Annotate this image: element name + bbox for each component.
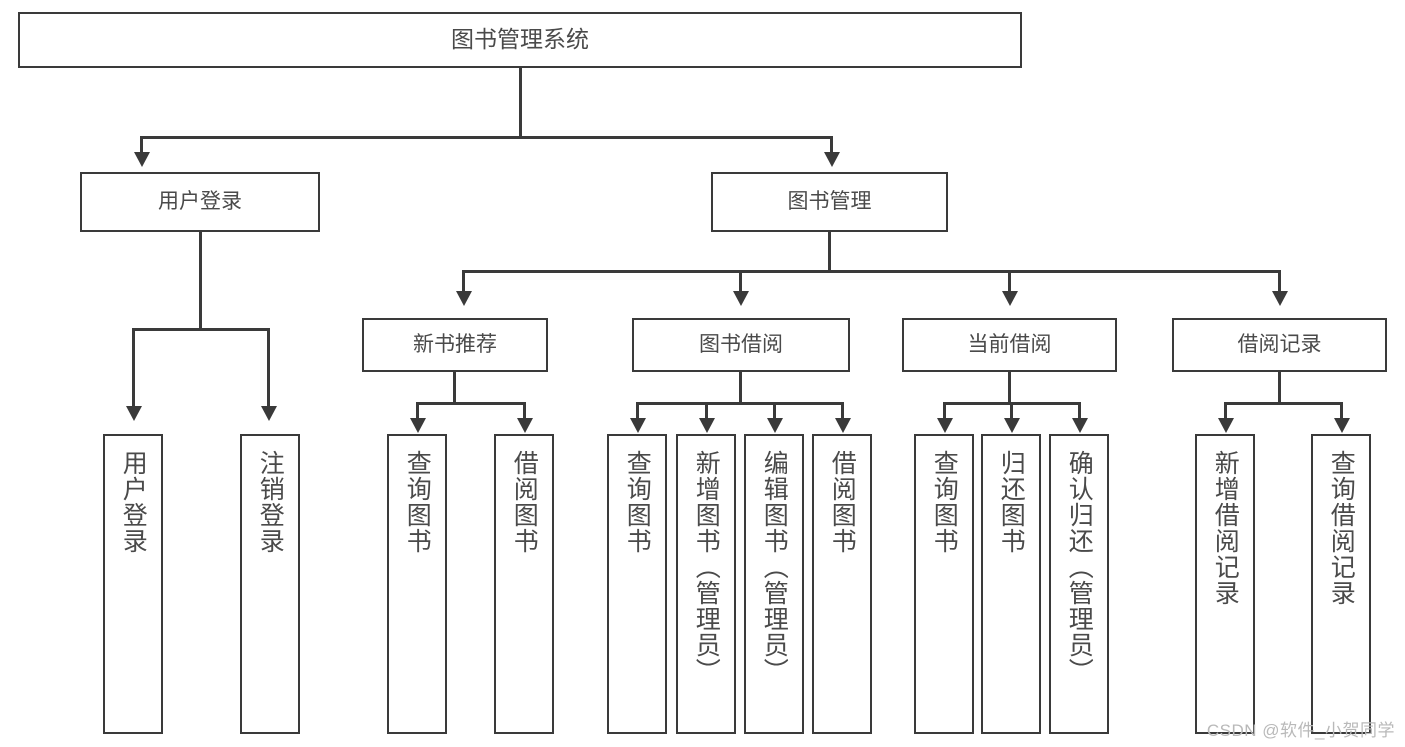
connector-to-current-borrow — [1008, 270, 1011, 294]
arrowhead-borrow-record — [1272, 291, 1288, 306]
node-borrow-record-label: 借阅记录 — [1237, 332, 1322, 356]
connector-new-book-bus — [416, 402, 526, 405]
connector-book-borrow-leaf2 — [705, 402, 708, 422]
connector-new-book-leaf1 — [416, 402, 419, 422]
leaf-bookborrow-add-book[interactable]: 新增图书（管理员） — [676, 434, 736, 734]
arrowhead-book-borrow — [733, 291, 749, 306]
leaf-bookborrow-query-book-label: 查询图书 — [623, 450, 652, 554]
node-root[interactable]: 图书管理系统 — [18, 12, 1022, 68]
leaf-logout[interactable]: 注销登录 — [240, 434, 300, 734]
connector-root-bus — [140, 136, 833, 139]
leaf-borrowrecord-query-record-label: 查询借阅记录 — [1327, 450, 1356, 606]
connector-current-borrow-trunk — [1008, 372, 1011, 404]
leaf-currentborrow-confirm-return-label: 确认归还（管理员） — [1065, 450, 1094, 684]
arrowhead-bookborrow-leaf2 — [699, 418, 715, 433]
arrowhead-newbook-leaf2 — [517, 418, 533, 433]
watermark-text: CSDN @软件_小贺同学 — [1206, 721, 1395, 740]
node-borrow-record[interactable]: 借阅记录 — [1172, 318, 1387, 372]
arrowhead-currentborrow-leaf1 — [937, 418, 953, 433]
leaf-bookborrow-borrow-book[interactable]: 借阅图书 — [812, 434, 872, 734]
leaf-newbook-query-book[interactable]: 查询图书 — [387, 434, 447, 734]
connector-user-login-trunk — [199, 232, 202, 330]
connector-current-borrow-leaf1 — [943, 402, 946, 422]
connector-borrow-record-leaf2 — [1340, 402, 1343, 422]
node-book-manage-label: 图书管理 — [787, 189, 872, 213]
leaf-newbook-query-book-label: 查询图书 — [403, 450, 432, 554]
connector-current-borrow-leaf3 — [1078, 402, 1081, 422]
leaf-user-login[interactable]: 用户登录 — [103, 434, 163, 734]
node-current-borrow-label: 当前借阅 — [967, 332, 1052, 356]
arrowhead-bookborrow-leaf3 — [767, 418, 783, 433]
connector-user-login-leaf1 — [132, 328, 135, 410]
connector-book-borrow-trunk — [739, 372, 742, 404]
leaf-borrowrecord-add-record[interactable]: 新增借阅记录 — [1195, 434, 1255, 734]
node-user-login-label: 用户登录 — [158, 189, 242, 213]
connector-borrow-record-leaf1 — [1224, 402, 1227, 422]
arrowhead-currentborrow-leaf3 — [1072, 418, 1088, 433]
node-current-borrow[interactable]: 当前借阅 — [902, 318, 1117, 372]
leaf-bookborrow-borrow-book-label: 借阅图书 — [828, 450, 857, 554]
node-book-borrow[interactable]: 图书借阅 — [632, 318, 850, 372]
connector-borrow-record-bus — [1224, 402, 1342, 405]
connector-user-login-leaf2 — [267, 328, 270, 410]
arrowhead-bookborrow-leaf4 — [835, 418, 851, 433]
connector-book-borrow-leaf4 — [841, 402, 844, 422]
arrowhead-user-login — [134, 152, 150, 167]
connector-to-borrow-record — [1278, 270, 1281, 294]
connector-root-to-user-login — [140, 136, 143, 156]
arrowhead-leaf-logout — [261, 406, 277, 421]
connector-new-book-trunk — [453, 372, 456, 404]
arrowhead-leaf-user-login — [126, 406, 142, 421]
leaf-bookborrow-edit-book[interactable]: 编辑图书（管理员） — [744, 434, 804, 734]
arrowhead-borrowrecord-leaf1 — [1218, 418, 1234, 433]
arrowhead-borrowrecord-leaf2 — [1334, 418, 1350, 433]
connector-to-new-book — [462, 270, 465, 294]
connector-book-manage-bus — [462, 270, 1280, 273]
connector-book-borrow-leaf1 — [636, 402, 639, 422]
leaf-user-login-label: 用户登录 — [119, 450, 148, 554]
arrowhead-newbook-leaf1 — [410, 418, 426, 433]
connector-new-book-leaf2 — [523, 402, 526, 422]
leaf-borrowrecord-add-record-label: 新增借阅记录 — [1211, 450, 1240, 606]
arrowhead-bookborrow-leaf1 — [630, 418, 646, 433]
node-new-book-recommend-label: 新书推荐 — [413, 332, 497, 356]
leaf-newbook-borrow-book-label: 借阅图书 — [510, 450, 539, 554]
node-user-login[interactable]: 用户登录 — [80, 172, 320, 232]
leaf-currentborrow-return-book-label: 归还图书 — [997, 450, 1026, 554]
leaf-bookborrow-edit-book-label: 编辑图书（管理员） — [760, 450, 789, 684]
leaf-currentborrow-return-book[interactable]: 归还图书 — [981, 434, 1041, 734]
connector-book-borrow-bus — [636, 402, 844, 405]
leaf-bookborrow-add-book-label: 新增图书（管理员） — [692, 450, 721, 684]
leaf-newbook-borrow-book[interactable]: 借阅图书 — [494, 434, 554, 734]
arrowhead-new-book — [456, 291, 472, 306]
connector-root-trunk — [519, 68, 522, 138]
connector-current-borrow-leaf2 — [1010, 402, 1013, 422]
connector-borrow-record-trunk — [1278, 372, 1281, 404]
leaf-borrowrecord-query-record[interactable]: 查询借阅记录 — [1311, 434, 1371, 734]
arrowhead-current-borrow — [1002, 291, 1018, 306]
leaf-currentborrow-query-book-label: 查询图书 — [930, 450, 959, 554]
connector-user-login-bus — [132, 328, 270, 331]
leaf-bookborrow-query-book[interactable]: 查询图书 — [607, 434, 667, 734]
leaf-currentborrow-confirm-return[interactable]: 确认归还（管理员） — [1049, 434, 1109, 734]
connector-book-borrow-leaf3 — [773, 402, 776, 422]
node-book-manage[interactable]: 图书管理 — [711, 172, 948, 232]
arrowhead-book-manage — [824, 152, 840, 167]
node-book-borrow-label: 图书借阅 — [699, 332, 783, 356]
leaf-currentborrow-query-book[interactable]: 查询图书 — [914, 434, 974, 734]
arrowhead-currentborrow-leaf2 — [1004, 418, 1020, 433]
node-new-book-recommend[interactable]: 新书推荐 — [362, 318, 548, 372]
node-root-label: 图书管理系统 — [451, 26, 589, 53]
leaf-logout-label: 注销登录 — [256, 450, 285, 554]
connector-root-to-book-manage — [830, 136, 833, 156]
connector-to-book-borrow — [739, 270, 742, 294]
connector-book-manage-trunk — [828, 232, 831, 272]
